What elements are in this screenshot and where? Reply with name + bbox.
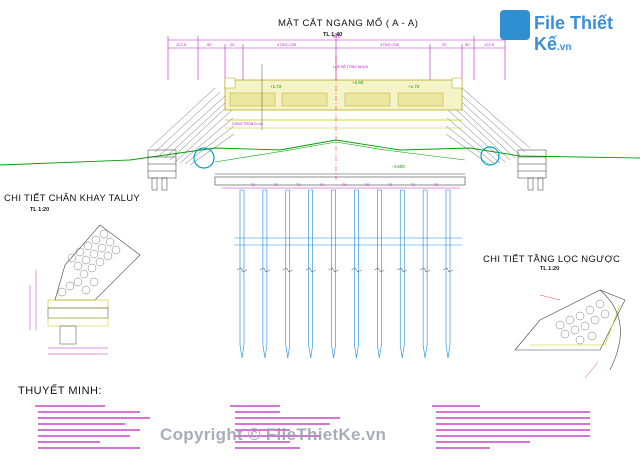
dim-left-a: 122.5 (176, 42, 187, 47)
ground-line-inner (214, 141, 466, 163)
dim-right-a: 475/2=235 (380, 42, 400, 47)
pile-reference-lines (234, 237, 462, 246)
dim-right-d: 122.5 (484, 42, 495, 47)
left-detail-scale: TL 1:20 (30, 207, 50, 213)
site-logo: File Thiết Kế.vn (500, 8, 630, 54)
right-detail-drawing (514, 289, 626, 379)
pile-cap (214, 173, 466, 186)
logo-tld: .vn (557, 42, 572, 53)
pile-break-markers (236, 267, 454, 273)
pile-spacing-label: 70 (273, 182, 278, 187)
detail-marker-right (480, 146, 500, 166)
pile (262, 189, 268, 359)
dim-right-b: 25 (442, 42, 447, 47)
pile-break (351, 267, 362, 273)
pile-break (442, 267, 454, 273)
dim-top-total: 470 (333, 34, 341, 39)
left-detail-drawing (29, 224, 141, 355)
elev-left: +1.72 (270, 84, 282, 89)
pile (377, 189, 382, 359)
pile-spacing-label: 70 (250, 182, 255, 187)
pile-spacing-labels: 70 70 70 70 70 70 70 70 70 (250, 182, 438, 187)
left-slope (149, 87, 235, 166)
pile-spacing-label: 70 (365, 182, 370, 187)
pile (239, 189, 245, 359)
pile-break (236, 267, 248, 273)
note-left-1: CỐNG TRÒN D=60 (232, 121, 263, 126)
elev-center: +2.50 (352, 80, 364, 85)
pile (399, 189, 405, 359)
foot-piles (151, 177, 544, 191)
dim-right-c: 50 (465, 42, 470, 47)
pile-break (282, 267, 293, 273)
pile-spacing-label: 70 (319, 182, 324, 187)
pile-break (397, 267, 408, 273)
dim-left-d: 475/2=235 (277, 42, 297, 47)
pile (422, 189, 428, 359)
pile-spacing-label: 70 (434, 182, 439, 187)
main-title: MẶT CẮT NGANG MỐ ( A - A) (278, 18, 419, 29)
pile (285, 189, 291, 359)
right-detail-scale: TL 1:20 (540, 266, 560, 272)
pile-spacing-label: 70 (411, 182, 416, 187)
culvert-body (224, 77, 463, 129)
pile-break (419, 267, 431, 273)
right-detail-title: CHI TIẾT TẦNG LỌC NGƯỢC (483, 254, 621, 265)
pile-spacing-label: 70 (342, 182, 347, 187)
pile (354, 189, 359, 359)
logo-icon (500, 10, 530, 40)
notes-body (30, 402, 620, 452)
pile (331, 189, 336, 359)
logo-text: File Thiết Kế.vn (534, 13, 630, 55)
dim-left-b: 50 (207, 42, 212, 47)
pile (308, 189, 313, 359)
pile-break (374, 267, 385, 273)
dim-left-c: 25 (230, 42, 235, 47)
notes-lines (35, 405, 590, 449)
detail-marker-left (193, 147, 215, 169)
main-scale: TL 1:40 (323, 32, 343, 38)
elev-right: +1.72 (408, 84, 420, 89)
pile-break (259, 267, 271, 273)
piles (239, 189, 451, 359)
pile-break (328, 267, 339, 273)
left-detail-title: CHI TIẾT CHÂN KHAY TALUY (4, 193, 141, 204)
pile (445, 189, 451, 359)
logo-name: File Thiết Kế (534, 13, 614, 54)
elev-bottom: -4.600 (392, 164, 405, 169)
note-mid-1: LỚP BÊ TÔNG NHỰA (333, 64, 369, 69)
pile-break (305, 267, 316, 273)
right-slope (445, 87, 531, 166)
top-dimension-chain (167, 36, 506, 80)
pile-spacing-label: 70 (388, 182, 393, 187)
pile-spacing-label: 70 (296, 182, 301, 187)
copyright-watermark: Copyright © FileThietKe.vn (160, 425, 387, 444)
right-gabion-foot (517, 149, 547, 179)
ground-line (0, 139, 640, 166)
notes-title: THUYẾT MINH: (18, 385, 103, 397)
